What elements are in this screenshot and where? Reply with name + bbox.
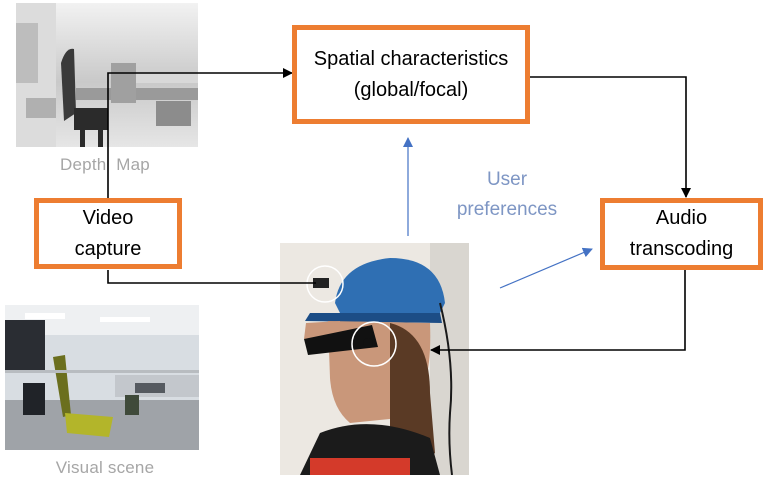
audio-transcoding-box: Audio transcoding <box>600 198 763 270</box>
depth-map-caption: Depth Map <box>60 155 150 174</box>
spatial-characteristics-box: Spatial characteristics (global/focal) <box>292 25 530 124</box>
user-preferences-label: User preferences <box>456 169 558 220</box>
depth-map-image <box>16 3 198 147</box>
visual-scene-image <box>5 305 199 450</box>
arrow-user-to-audio <box>499 247 593 289</box>
user-with-helmet-photo <box>280 243 469 475</box>
visual-scene-caption: Visual scene <box>55 458 155 477</box>
arrow-audio-to-headphones <box>430 270 686 355</box>
video-capture-box: Video capture <box>34 198 182 269</box>
